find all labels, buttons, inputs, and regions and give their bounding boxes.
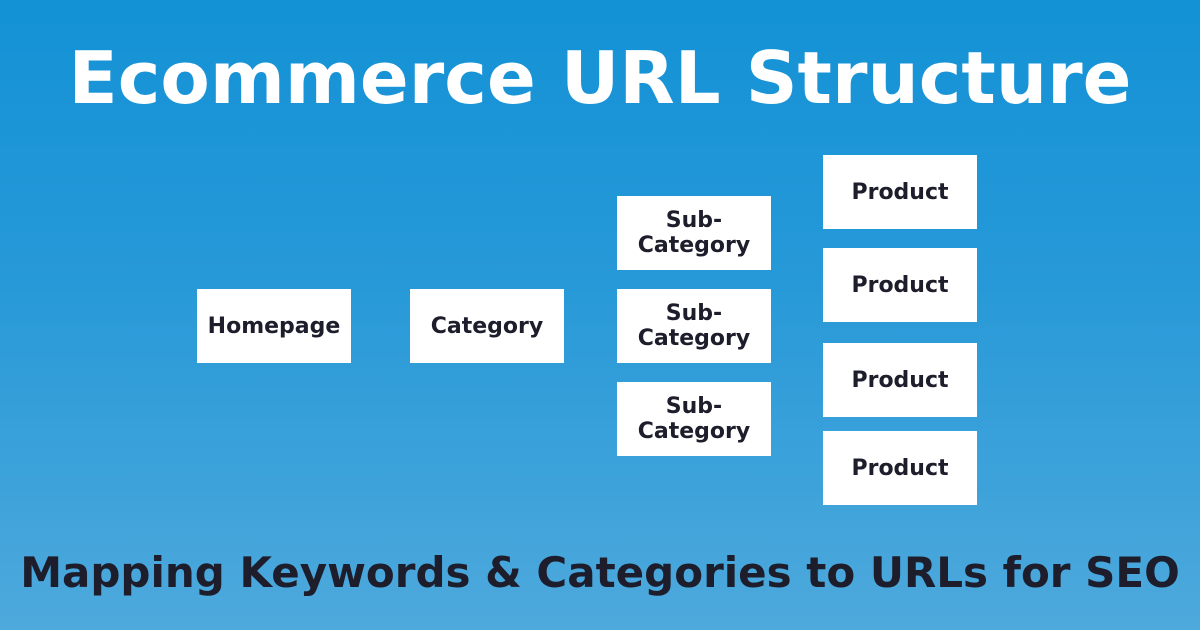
homepage-node: Homepage: [197, 289, 351, 363]
subcategory-node: Sub- Category: [617, 196, 771, 270]
homepage-label: Homepage: [207, 313, 341, 339]
product-label: Product: [851, 179, 949, 205]
page-subtitle: Mapping Keywords & Categories to URLs fo…: [20, 548, 1180, 597]
subcategory-label-line2: Category: [637, 326, 751, 351]
product-label: Product: [851, 455, 949, 481]
subcategory-label-line2: Category: [637, 419, 751, 444]
product-label: Product: [851, 272, 949, 298]
category-label: Category: [430, 313, 544, 339]
product-node: Product: [823, 155, 977, 229]
subcategory-label-line1: Sub-: [665, 394, 723, 419]
product-node: Product: [823, 431, 977, 505]
subcategory-node: Sub- Category: [617, 289, 771, 363]
category-node: Category: [410, 289, 564, 363]
subcategory-node: Sub- Category: [617, 382, 771, 456]
subcategory-label-line2: Category: [637, 233, 751, 258]
subcategory-label-line1: Sub-: [665, 301, 723, 326]
product-node: Product: [823, 248, 977, 322]
product-label: Product: [851, 367, 949, 393]
product-node: Product: [823, 343, 977, 417]
page-title: Ecommerce URL Structure: [68, 36, 1132, 120]
subcategory-label-line1: Sub-: [665, 208, 723, 233]
